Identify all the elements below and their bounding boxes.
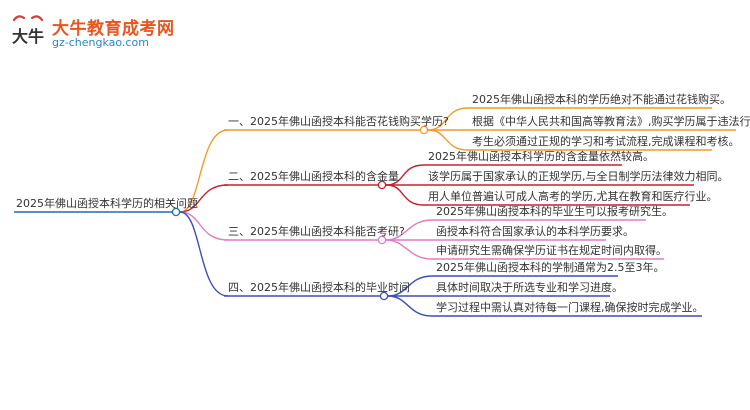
branch-4-leaf-3-label: 学习过程中需认真对待每一门课程,确保按时完成学业。 [436,301,704,314]
branch-2-leaf-3-link [385,184,425,206]
bull-logo-icon: 大牛 [12,15,44,46]
branch-2-leaf-3-label: 用人单位普遍认可成人高考的学历,尤其在教育和医疗行业。 [428,190,718,203]
branch-2-label: 二、2025年佛山函授本科的含金量 [228,170,399,183]
branch-4-leaf-1-label: 2025年佛山函授本科的学制通常为2.5至3年。 [436,261,665,274]
branch-1-leaf-3-link [427,129,469,151]
brand-title: 大牛教育成考网 [52,19,175,39]
root-node-label: 2025年佛山函授本科学历的相关问题 [16,197,198,210]
branch-3-circle[interactable] [377,235,387,245]
branch-1-leaf-2-label: 根据《中华人民共和国高等教育法》,购买学历属于违法行为。 [472,115,750,128]
branch-3-leaf-3-link [385,239,433,260]
branch-3-label: 三、2025年佛山函授本科能否考研? [228,225,405,238]
branch-1-leaf-3-label: 考生必须通过正规的学习和考试流程,完成课程和考核。 [472,135,740,148]
root-node-circle[interactable] [171,207,181,217]
branch-2-link [179,184,229,213]
branch-1-circle[interactable] [419,125,429,135]
branch-3-link [179,211,229,241]
branch-4-link [179,211,229,297]
branch-4-leaf-2-label: 具体时间取决于所选专业和学习进度。 [436,281,623,294]
branch-4-leaf-3-link [387,295,433,317]
branch-1-label: 一、2025年佛山函授本科能否花钱购买学历? [228,115,449,128]
branch-1-link [179,129,229,213]
brand-logo: 大牛 大牛教育成考网 gz-chengkao.com [8,12,174,56]
branch-4-circle[interactable] [379,291,389,301]
branch-3-leaf-1-label: 2025年佛山函授本科的毕业生可以报考研究生。 [436,205,673,218]
branch-4-label: 四、2025年佛山函授本科的毕业时间 [228,281,410,294]
mind-map-nodes [171,125,429,301]
branch-2-leaf-2-label: 该学历属于国家承认的正规学历,与全日制学历法律效力相同。 [428,170,729,183]
branch-2-circle[interactable] [377,180,387,190]
mind-map-links [14,107,736,317]
branch-1-leaf-1-label: 2025年佛山函授本科的学历绝对不能通过花钱购买。 [472,93,731,106]
branch-3-leaf-2-label: 函授本科符合国家承认的本科学历要求。 [436,225,634,238]
brand-url: gz-chengkao.com [52,36,149,49]
logo-mark-text: 大牛 [12,27,44,46]
branch-2-leaf-1-label: 2025年佛山函授本科学历的含金量依然较高。 [428,150,654,163]
branch-3-leaf-3-label: 申请研究生需确保学历证书在规定时间内取得。 [436,244,667,257]
